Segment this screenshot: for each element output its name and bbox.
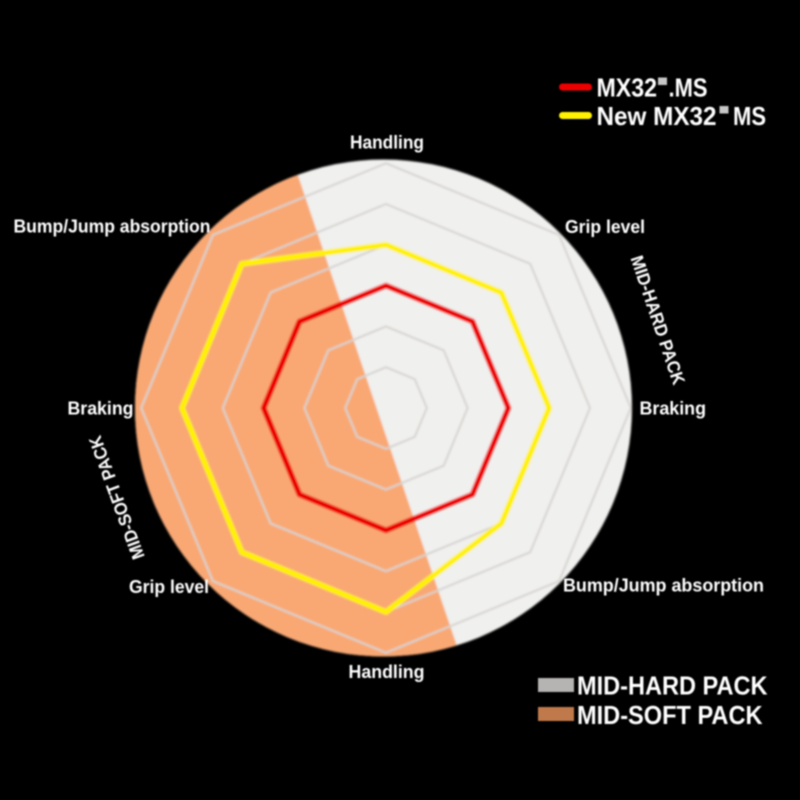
svg-text:MX32: MX32 (597, 73, 658, 103)
svg-text:Bump/Jump absorption: Bump/Jump absorption (563, 576, 764, 596)
svg-text:Handling: Handling (350, 133, 424, 153)
svg-text:New MX32: New MX32 (597, 101, 717, 131)
svg-text:.MS: .MS (669, 73, 708, 103)
svg-text:Handling: Handling (349, 662, 425, 682)
svg-text:Bump/Jump absorption: Bump/Jump absorption (14, 217, 211, 237)
svg-text:Braking: Braking (640, 399, 707, 419)
svg-text:Braking: Braking (68, 399, 134, 419)
svg-text:Grip level: Grip level (565, 217, 645, 237)
svg-text:MID-HARD PACK: MID-HARD PACK (577, 671, 768, 701)
svg-text:Grip level: Grip level (129, 577, 209, 597)
svg-text:MID-SOFT PACK: MID-SOFT PACK (577, 700, 763, 730)
svg-text:MS: MS (733, 101, 766, 131)
